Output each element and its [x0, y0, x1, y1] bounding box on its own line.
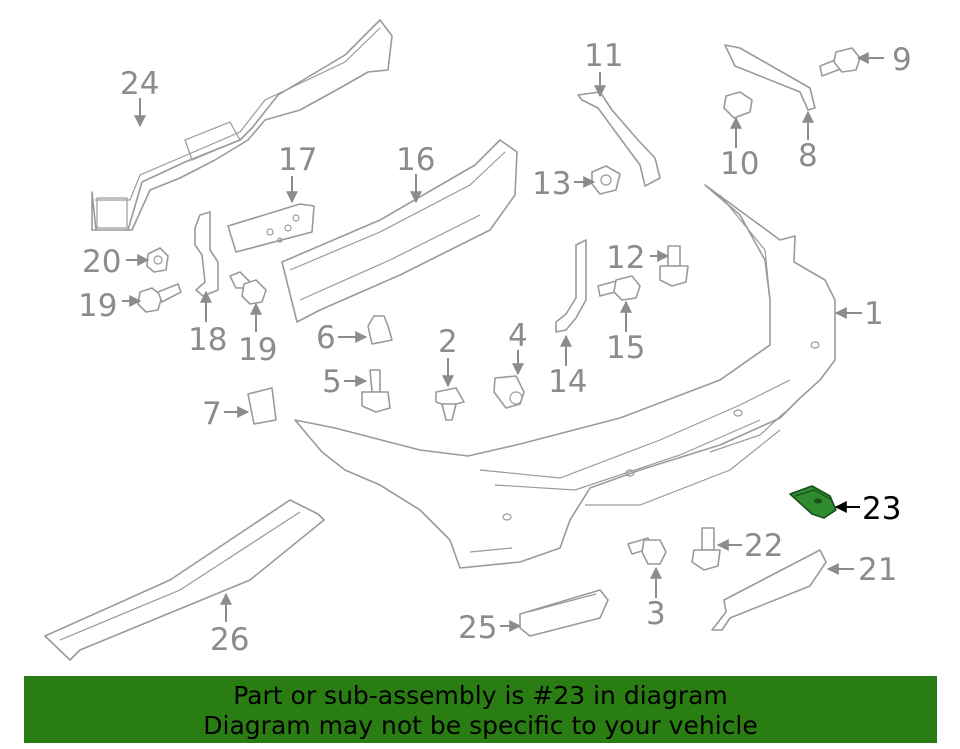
part-17-bracket	[227, 203, 315, 253]
part-2-push-pin	[435, 387, 465, 421]
callout-7: 7	[202, 396, 222, 432]
callout-24: 24	[120, 66, 159, 102]
parts-diagram: 1 2 3 4 5 6 7 8 9 10 11 12 13 14 15 16 1…	[44, 19, 912, 661]
part-20-nut	[146, 247, 169, 273]
callout-17: 17	[278, 142, 317, 178]
part-24-reinforcement-beam	[91, 19, 393, 231]
leader-lines	[122, 52, 884, 632]
callout-13: 13	[532, 166, 571, 202]
callout-1: 1	[864, 296, 884, 332]
part-12-bolt	[659, 245, 689, 287]
callout-10: 10	[720, 146, 759, 182]
part-19-bolt-right	[229, 271, 267, 305]
banner-line-1: Part or sub-assembly is #23 in diagram	[233, 681, 728, 710]
callout-11: 11	[584, 38, 623, 74]
callout-26: 26	[210, 622, 249, 658]
callout-6: 6	[316, 320, 336, 356]
callout-5: 5	[322, 364, 342, 400]
callout-19-left: 19	[78, 288, 117, 324]
part-13-nut	[591, 165, 621, 195]
callout-3: 3	[646, 596, 666, 632]
callout-9: 9	[892, 42, 912, 78]
part-22-bolt	[691, 527, 721, 571]
callout-8: 8	[798, 138, 818, 174]
info-banner: Part or sub-assembly is #23 in diagram D…	[24, 676, 937, 743]
callout-23: 23	[862, 491, 901, 527]
callout-20: 20	[82, 244, 121, 280]
callout-22: 22	[744, 528, 783, 564]
part-7-bracket	[247, 387, 277, 425]
part-8-strip	[724, 44, 816, 111]
callout-2: 2	[438, 324, 458, 360]
part-16-energy-absorber	[281, 139, 518, 323]
callout-18: 18	[188, 322, 227, 358]
callout-numbers: 1 2 3 4 5 6 7 8 9 10 11 12 13 14 15 16 1…	[78, 38, 912, 658]
callout-19-right: 19	[238, 332, 277, 368]
part-19-bolt-left	[137, 283, 182, 313]
callout-25: 25	[458, 610, 497, 646]
part-6-clip	[367, 315, 393, 345]
callout-21: 21	[858, 552, 897, 588]
part-5-bolt	[361, 369, 391, 413]
banner-line-2: Diagram may not be specific to your vehi…	[203, 711, 758, 740]
part-9-bolt	[819, 47, 861, 77]
part-1-bumper-cover	[294, 184, 836, 569]
callout-15: 15	[606, 330, 645, 366]
part-10-clip	[723, 91, 753, 119]
callout-16: 16	[396, 142, 435, 178]
part-23-nut-clip[interactable]	[789, 485, 837, 519]
part-3-bolt	[627, 537, 667, 565]
part-14-bracket	[555, 239, 587, 333]
part-18-bracket	[194, 211, 219, 297]
part-25-reflector	[519, 589, 609, 637]
callout-4: 4	[508, 318, 528, 354]
part-21-reflector	[711, 549, 827, 631]
part-11-bracket	[577, 91, 661, 187]
callout-12: 12	[606, 240, 645, 276]
part-4-nut	[493, 375, 525, 409]
part-15-bolt	[597, 275, 641, 301]
callout-14: 14	[548, 364, 587, 400]
part-26-step-pad	[44, 499, 325, 661]
